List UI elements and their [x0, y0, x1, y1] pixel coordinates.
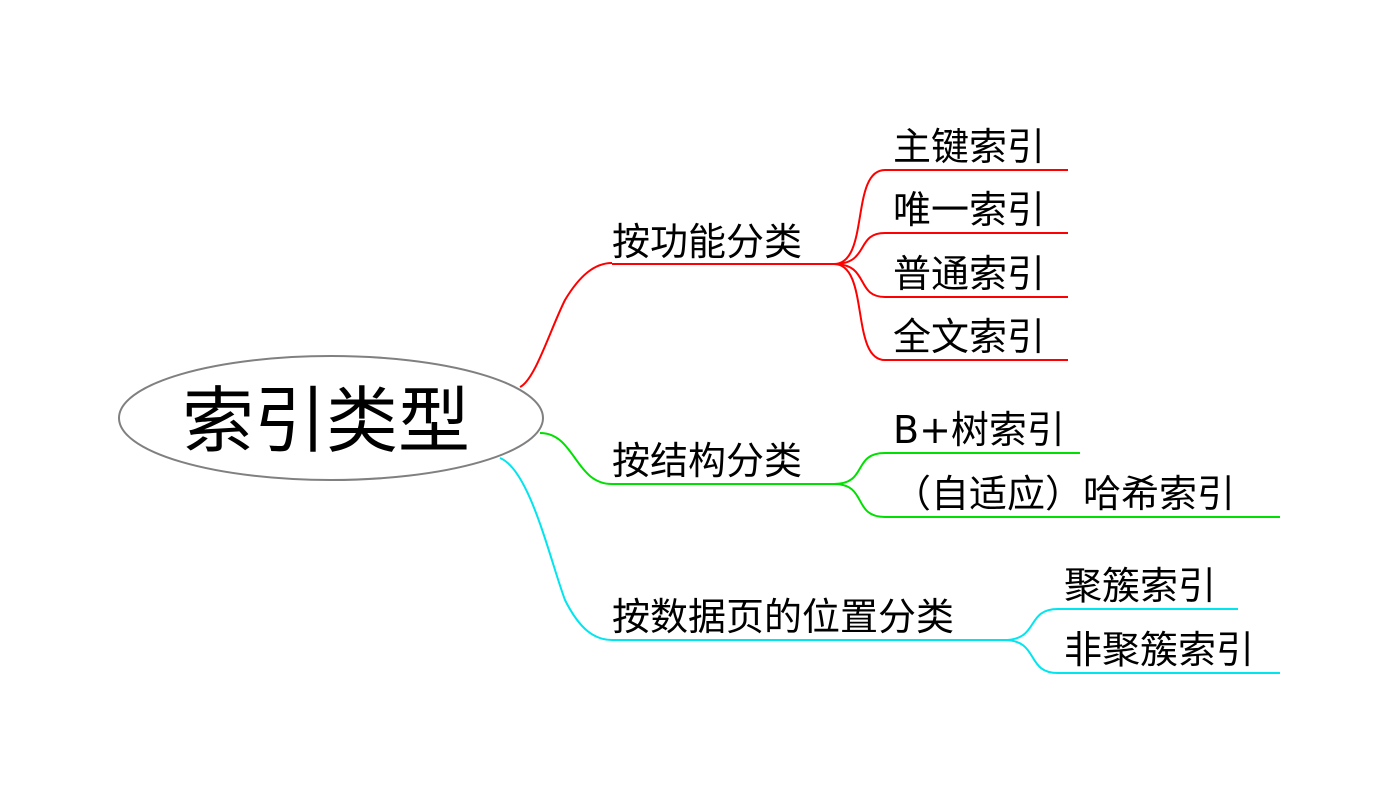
leaf-node-normal[interactable]: 普通索引	[885, 252, 1068, 298]
category-label-structural[interactable]: 按结构分类	[612, 439, 802, 483]
leaf-label: 非聚簇索引	[1064, 628, 1254, 672]
category-label-functional[interactable]: 按功能分类	[612, 220, 802, 264]
leaf-label: 聚簇索引	[1064, 564, 1216, 608]
leaf-label: 全文索引	[893, 315, 1045, 359]
leaf-node-fulltext[interactable]: 全文索引	[885, 315, 1068, 361]
root-connector-structural	[539, 432, 613, 485]
root-connector-page-position	[499, 457, 613, 641]
root-ellipse	[118, 355, 544, 481]
branch-page-position: 按数据页的位置分类 聚簇索引 非聚簇索引	[499, 457, 1280, 674]
root-label: 索引类型	[182, 379, 470, 463]
leaf-connector-fulltext	[833, 263, 886, 361]
category-label-page-position[interactable]: 按数据页的位置分类	[612, 595, 954, 639]
leaf-node-nonclustered[interactable]: 非聚簇索引	[1058, 628, 1280, 674]
branch-functional: 按功能分类 主键索引 唯一索引 普通索引 全文索引	[519, 125, 1068, 388]
branch-structural: 按结构分类 B+树索引 （自适应）哈希索引	[539, 408, 1280, 518]
leaf-node-btree[interactable]: B+树索引	[885, 408, 1080, 454]
leaf-connector-nonclustered	[1003, 639, 1059, 674]
leaf-node-primary-key[interactable]: 主键索引	[885, 125, 1068, 171]
leaf-node-unique[interactable]: 唯一索引	[885, 188, 1068, 234]
leaf-label: 主键索引	[893, 125, 1045, 169]
leaf-label: 普通索引	[893, 252, 1045, 296]
leaf-label: （自适应）哈希索引	[893, 472, 1235, 516]
leaf-connector-normal	[833, 263, 886, 298]
leaf-label: B+树索引	[893, 408, 1065, 452]
root-connector-functional	[519, 262, 613, 388]
leaf-label: 唯一索引	[893, 188, 1045, 232]
leaf-connector-clustered	[1003, 608, 1059, 641]
leaf-connector-hash	[833, 483, 886, 518]
leaf-connector-unique	[833, 232, 886, 265]
leaf-connector-btree	[833, 452, 886, 485]
leaf-node-clustered[interactable]: 聚簇索引	[1058, 564, 1238, 610]
leaf-connector-primary	[833, 169, 886, 265]
leaf-node-hash[interactable]: （自适应）哈希索引	[885, 472, 1280, 518]
root-node[interactable]: 索引类型	[118, 355, 544, 481]
